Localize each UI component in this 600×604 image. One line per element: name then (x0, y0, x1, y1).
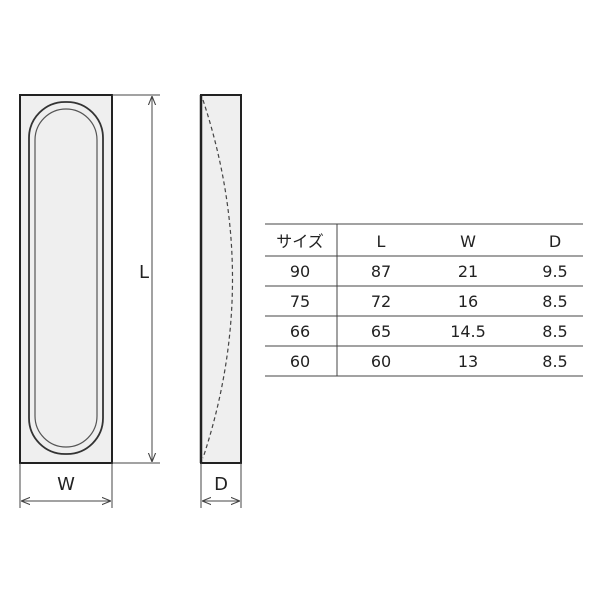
table-cell: 60 (371, 352, 391, 371)
side-cup-hidden-line (202, 99, 234, 459)
spec-table: サイズ L W D 90 87 21 9.5 75 72 16 8.5 66 6… (265, 223, 583, 377)
table-header-w: W (460, 232, 476, 251)
table-cell: 8.5 (542, 352, 567, 371)
front-recess-outer (28, 101, 104, 455)
side-plate (200, 94, 242, 464)
table-header-l: L (377, 232, 386, 251)
table-cell: 21 (458, 262, 478, 281)
length-dimension: L (112, 94, 160, 464)
table-cell: 87 (371, 262, 391, 281)
width-label: W (57, 474, 75, 495)
table-cell: 66 (290, 322, 310, 341)
table-cell: 90 (290, 262, 310, 281)
table-cell: 75 (290, 292, 310, 311)
side-view (199, 94, 242, 464)
table-cell: 14.5 (450, 322, 486, 341)
table-header-d: D (549, 232, 561, 251)
front-view (19, 94, 113, 464)
table-cell: 8.5 (542, 322, 567, 341)
table-cell: 72 (371, 292, 391, 311)
table-cell: 60 (290, 352, 310, 371)
length-label: L (139, 262, 149, 283)
table-cell: 9.5 (542, 262, 567, 281)
table-header-size: サイズ (276, 232, 324, 251)
table-cell: 8.5 (542, 292, 567, 311)
table-cell: 16 (458, 292, 478, 311)
depth-dimension: D (200, 463, 242, 508)
depth-label: D (214, 474, 228, 495)
table-cell: 65 (371, 322, 391, 341)
front-plate (19, 94, 113, 464)
table-cell: 13 (458, 352, 478, 371)
width-dimension: W (19, 463, 113, 508)
front-recess-inner (34, 108, 98, 448)
